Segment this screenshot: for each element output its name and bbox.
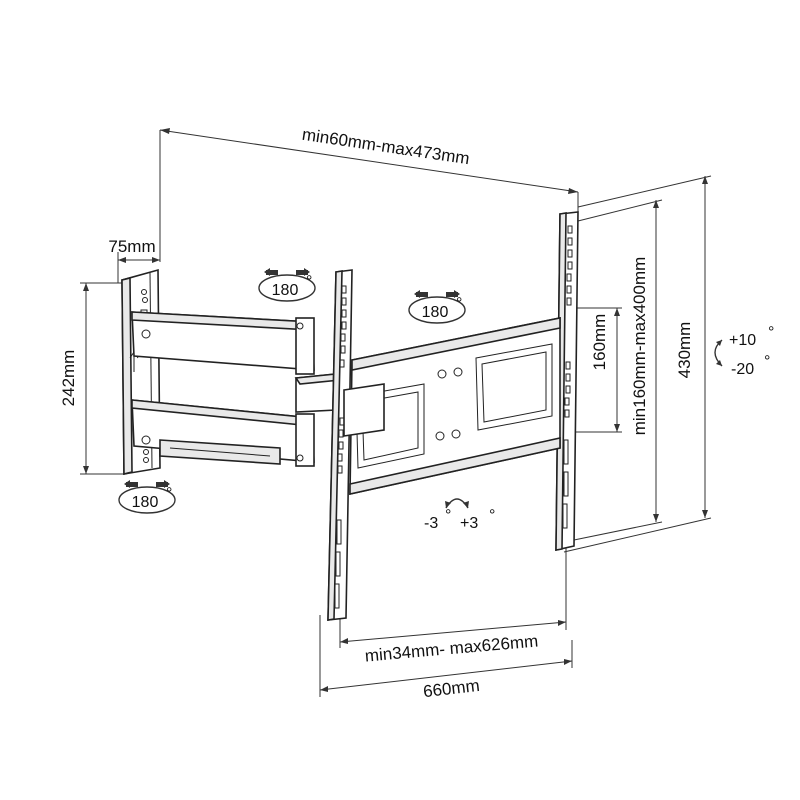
vesa-vertical-range-label: min160mm-max400mm	[630, 257, 649, 436]
tv-bracket	[327, 211, 579, 621]
bracket-width-label: 660mm	[422, 676, 480, 701]
level-adjust-minus-value: -3	[424, 515, 438, 532]
arm-extension-dimension: min60mm-max473mm	[159, 125, 579, 262]
arm-swivel-degree: °	[166, 485, 172, 502]
vesa-vertical-range-dimension: min160mm-max400mm	[573, 199, 663, 541]
vesa-vertical-small-dimension: 160mm	[574, 307, 622, 433]
head-swivel-indicator: 180 °	[408, 290, 466, 324]
arm-swivel-value: 180	[132, 494, 159, 511]
tilt-up-degree: °	[768, 324, 774, 341]
vesa-horizontal-range-dimension: min34mm- max626mm	[339, 548, 567, 666]
arm-swivel-indicator: 180 °	[118, 480, 176, 514]
tilt-up-value: +10	[729, 332, 756, 349]
tilt-down-degree: °	[764, 353, 770, 370]
swing-arms	[131, 311, 342, 467]
wall-plate-depth-label: 75mm	[108, 237, 155, 256]
bracket-height-label: 430mm	[675, 322, 694, 379]
level-adjust-plus-value: +3	[460, 515, 478, 532]
vesa-horizontal-range-label: min34mm- max626mm	[364, 631, 539, 665]
wall-plate-height-dimension: 242mm	[59, 282, 126, 475]
wall-plate-depth-dimension: 75mm	[108, 237, 160, 283]
wall-plate-height-label: 242mm	[59, 350, 78, 407]
level-adjust-plus-degree: °	[489, 507, 495, 524]
tilt-indicator: +10 ° -20 °	[714, 324, 774, 378]
level-adjust-minus-degree: °	[445, 507, 451, 524]
wall-swivel-indicator: 180 °	[258, 268, 316, 302]
arm-extension-label: min60mm-max473mm	[301, 125, 471, 168]
wall-swivel-value: 180	[272, 282, 299, 299]
wall-swivel-degree: °	[306, 273, 312, 290]
level-adjust-indicator: -3 ° +3 °	[424, 498, 495, 532]
tilt-down-value: -20	[731, 361, 754, 378]
head-swivel-degree: °	[456, 295, 462, 312]
bracket-height-dimension: 430mm	[563, 175, 712, 553]
head-swivel-value: 180	[422, 304, 449, 321]
vesa-vertical-small-label: 160mm	[590, 314, 609, 371]
